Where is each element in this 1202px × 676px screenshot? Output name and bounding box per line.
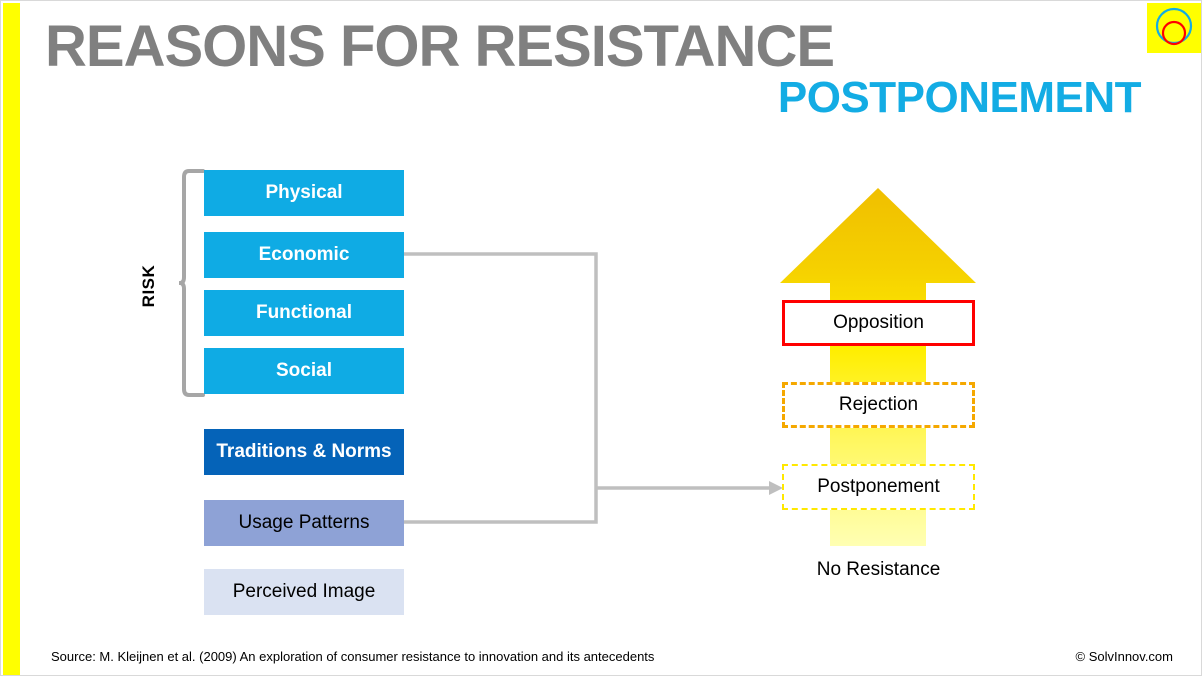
risk-item-functional[interactable]: Functional <box>204 290 404 336</box>
risk-item-label: Functional <box>255 302 353 323</box>
risk-item-label: Economic <box>258 244 350 265</box>
left-accent-bar <box>3 3 20 675</box>
risk-item-physical[interactable]: Physical <box>204 170 404 216</box>
page-subtitle: POSTPONEMENT <box>777 73 1142 122</box>
factor-perceived-image[interactable]: Perceived Image <box>204 569 404 615</box>
factor-traditions-and-norms[interactable]: Traditions & Norms <box>204 429 404 475</box>
copyright-notice: © SolvInnov.com <box>1075 649 1174 664</box>
stage-label: Rejection <box>838 394 919 415</box>
factor-label: Usage Patterns <box>238 512 370 533</box>
stage-no-resistance: No Resistance <box>782 555 975 585</box>
factor-label: Perceived Image <box>232 581 376 602</box>
stage-postponement[interactable]: Postponement <box>782 464 975 510</box>
solvinnov-logo[interactable] <box>1147 3 1201 53</box>
risk-item-economic[interactable]: Economic <box>204 232 404 278</box>
risk-item-label: Physical <box>265 182 343 203</box>
logo-circles-icon <box>1155 7 1193 46</box>
stage-label: Postponement <box>817 476 940 497</box>
source-citation: Source: M. Kleijnen et al. (2009) An exp… <box>51 649 655 664</box>
factor-usage-patterns[interactable]: Usage Patterns <box>204 500 404 546</box>
risk-item-social[interactable]: Social <box>204 348 404 394</box>
stage-label: No Resistance <box>816 559 941 580</box>
stage-opposition[interactable]: Opposition <box>782 300 975 346</box>
resistance-arrow-icon <box>780 188 976 546</box>
stage-label: Opposition <box>833 312 924 333</box>
risk-bracket-icon <box>179 169 205 397</box>
risk-item-label: Social <box>276 360 332 381</box>
page-title: REASONS FOR RESISTANCE <box>45 14 835 79</box>
risk-bracket-label: RISK <box>139 264 158 308</box>
stage-rejection[interactable]: Rejection <box>782 382 975 428</box>
factor-label: Traditions & Norms <box>216 441 392 462</box>
